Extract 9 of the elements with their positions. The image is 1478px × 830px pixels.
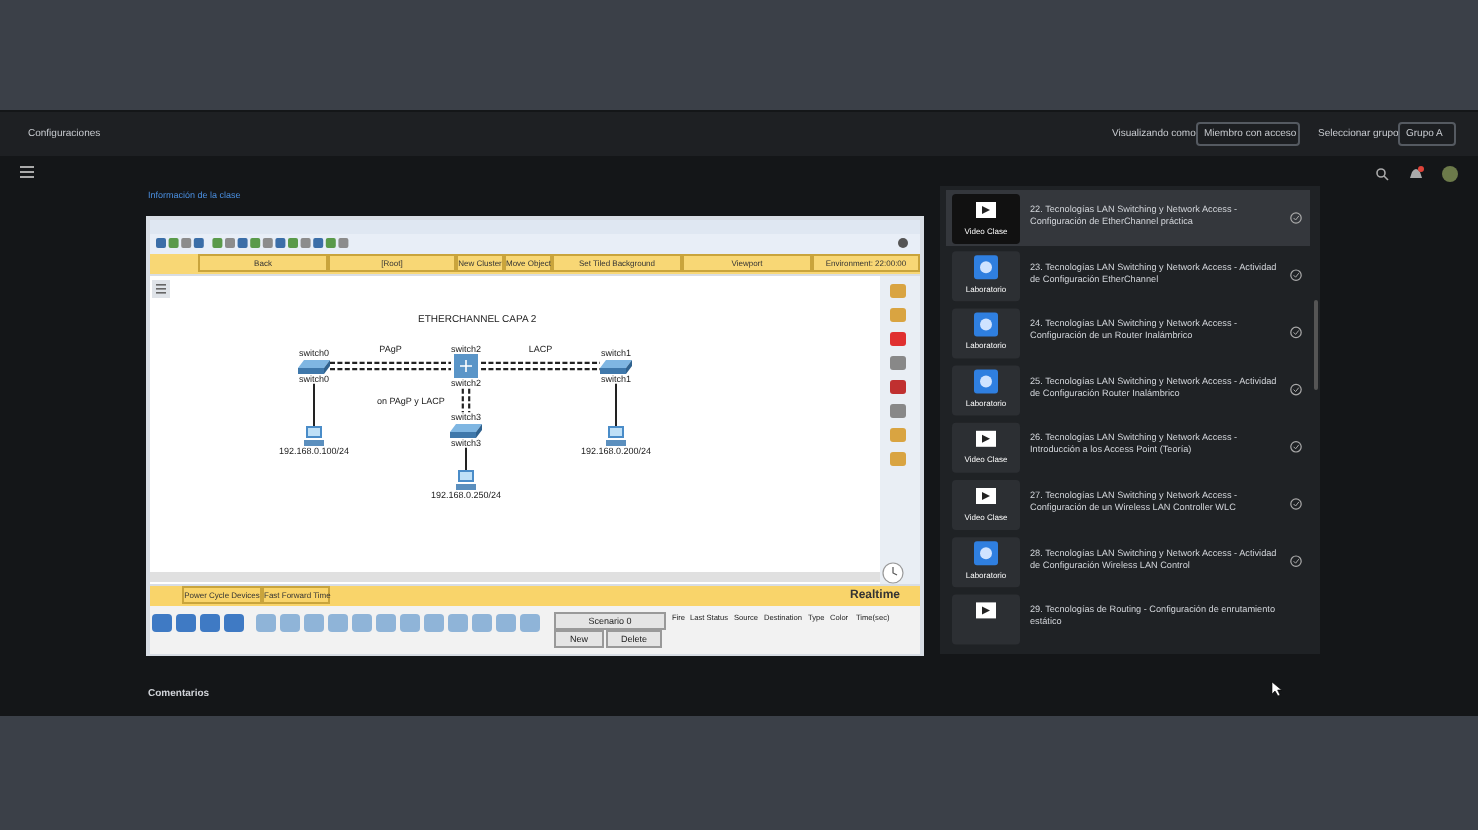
connection-line: [481, 361, 600, 364]
connection-line: [330, 361, 451, 364]
connection-line: [465, 446, 467, 471]
connection-line: [468, 388, 471, 413]
connection-line: [313, 382, 315, 427]
connection-line: [615, 382, 617, 427]
connection-line: [330, 368, 451, 371]
connection-line: [461, 388, 464, 413]
connection-line: [481, 368, 600, 371]
